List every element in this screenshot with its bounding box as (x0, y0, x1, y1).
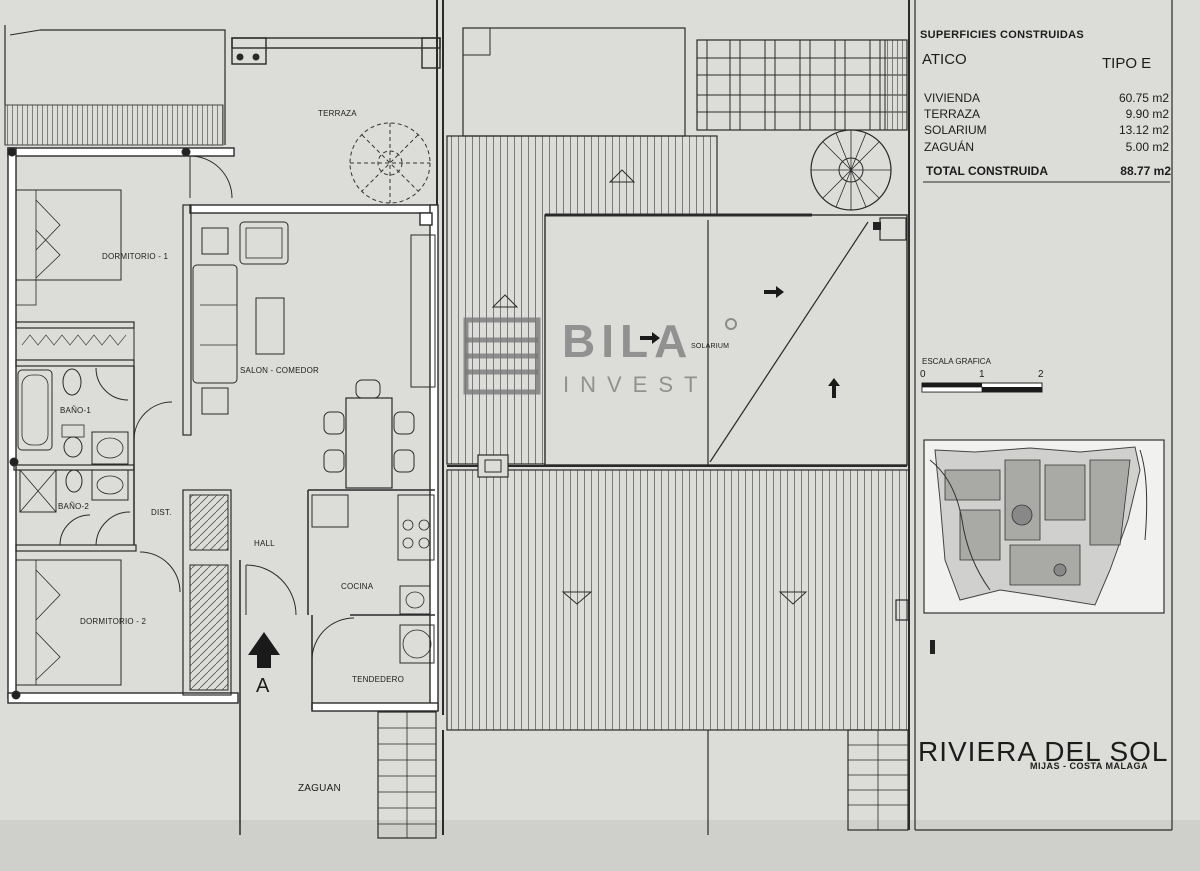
room-label-bano-1: BAÑO-1 (60, 406, 91, 415)
room-label-dormitorio-1: DORMITORIO - 1 (102, 252, 169, 261)
bila-invest-logo (463, 317, 737, 395)
apartment-plan (4, 0, 444, 839)
solarium-direction-arrows (640, 286, 840, 398)
floor-label: ATICO (922, 51, 967, 68)
legend-panel (914, 0, 1173, 831)
scale-tick-0: 0 (920, 369, 926, 380)
area-label: TERRAZA (924, 107, 981, 121)
room-label-bano-2: BAÑO-2 (58, 502, 89, 511)
room-label-cocina: COCINA (341, 582, 374, 591)
area-label: ZAGUÁN (924, 140, 975, 154)
project-name: RIVIERA DEL SOL (918, 736, 1169, 767)
room-label-solarium: SOLARIUM (691, 343, 730, 350)
area-label: SOLARIUM (924, 123, 987, 137)
total-value: 88.77 m2 (1120, 164, 1171, 178)
graphic-scale-bar (921, 382, 1043, 393)
watermark-name: BILA (562, 315, 694, 367)
room-label-dist: DIST. (151, 508, 172, 517)
room-label-tendedero: TENDEDERO (352, 675, 405, 684)
room-label-zaguan: ZAGUAN (298, 783, 341, 794)
scale-title: ESCALA GRAFICA (922, 357, 991, 366)
area-value: 13.12 m2 (1118, 123, 1169, 137)
location-map (923, 439, 1165, 654)
watermark-sub: INVEST (563, 372, 709, 397)
area-value: 60.75 m2 (1118, 91, 1169, 105)
solarium-plan (442, 0, 910, 835)
total-label: TOTAL CONSTRUIDA (926, 164, 1048, 178)
room-label-hall: HALL (254, 539, 275, 548)
room-label-salon-comedor: SALON - COMEDOR (240, 366, 320, 375)
type-label: TIPO E (1102, 55, 1152, 72)
area-value: 9.90 m2 (1125, 107, 1169, 121)
scale-tick-2: 2 (1038, 369, 1044, 380)
room-label-dormitorio-2: DORMITORIO - 2 (80, 617, 147, 626)
project-location: MIJAS - COSTA MALAGA (1030, 761, 1148, 771)
areas-title: SUPERFICIES CONSTRUIDAS (920, 29, 1084, 41)
room-label-terraza: TERRAZA (318, 109, 357, 118)
area-label: VIVIENDA (924, 91, 981, 105)
area-value: 5.00 m2 (1125, 140, 1169, 154)
entrance-label: A (256, 675, 270, 697)
scale-tick-1: 1 (979, 369, 985, 380)
